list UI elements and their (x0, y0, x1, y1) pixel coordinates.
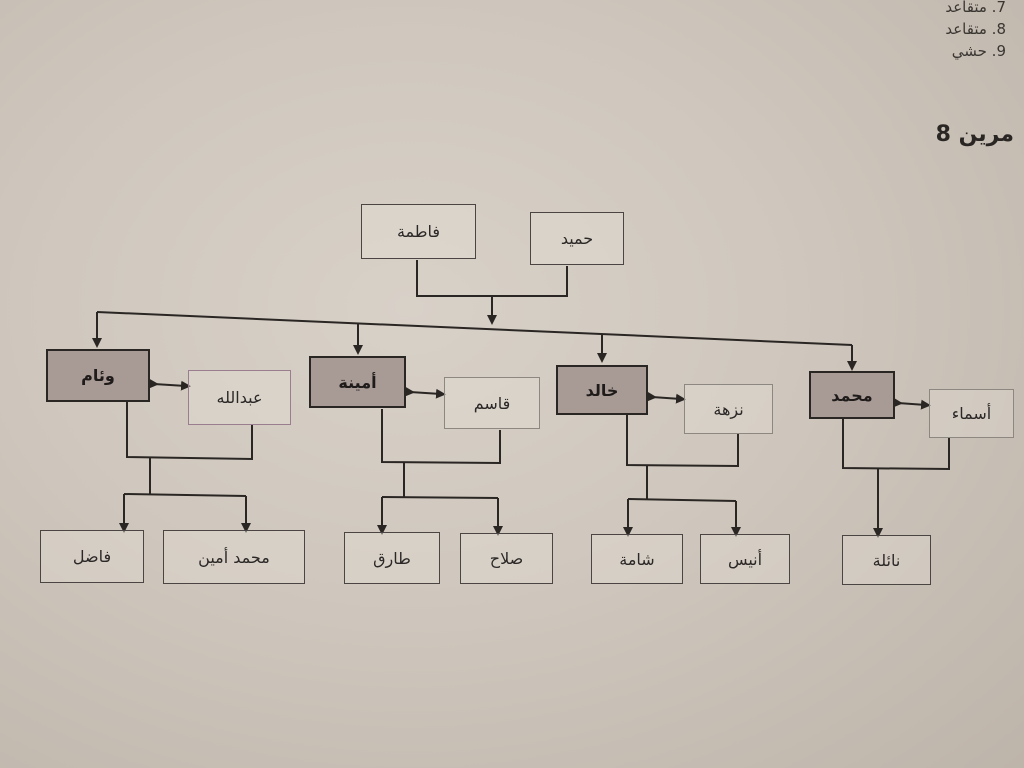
exercise-title: مرين 8 (935, 122, 1014, 147)
person-name: أمينة (338, 372, 377, 392)
person-box-abdallah: عبدالله (188, 370, 291, 425)
answer-item: 9. حشي (951, 42, 1006, 60)
answer-item: 8. متقاعد (945, 20, 1006, 38)
person-name: قاسم (473, 393, 511, 413)
couple-connector-mohamed (842, 419, 950, 471)
person-name: أنيس (727, 549, 763, 569)
answer-item: 7. متقاعد (945, 0, 1006, 16)
person-box-naila: نائلة (842, 535, 931, 585)
person-name: فاضل (72, 547, 112, 566)
person-box-hamid: حميد (530, 212, 624, 265)
person-name: حميد (560, 229, 594, 248)
person-name: محمد (831, 385, 873, 405)
person-box-chama: شامة (591, 534, 683, 584)
person-name: خالد (585, 380, 619, 400)
person-name: صلاح (489, 549, 524, 568)
person-box-anis: أنيس (700, 534, 790, 584)
person-name: نائلة (872, 550, 901, 570)
marriage-arrow-wiam (148, 378, 191, 391)
person-name: وئام (81, 366, 115, 385)
person-box-wiam: وئام (46, 349, 150, 402)
couple-connector-khalid (626, 415, 739, 468)
person-box-fatima: فاطمة (361, 204, 476, 259)
person-box-nozha: نزهة (684, 384, 773, 434)
marriage-arrow-mohamed (892, 397, 931, 410)
person-box-tarek: طارق (344, 532, 440, 584)
marriage-arrow-amina (404, 386, 446, 399)
person-box-kacem: قاسم (444, 377, 540, 429)
answer-list: 7. متقاعد 8. متقاعد 9. حشي (945, 0, 1006, 62)
person-name: طارق (373, 548, 411, 568)
couple-connector-wiam (126, 402, 253, 461)
person-name: عبدالله (216, 388, 263, 407)
person-box-salah: صلاح (460, 533, 553, 584)
person-name: شامة (619, 549, 655, 569)
person-box-mohamed: محمد (809, 371, 895, 419)
person-name: أسماء (951, 404, 992, 423)
grandparents-connector (416, 260, 568, 297)
couple-connector-amina (381, 409, 501, 465)
person-name: فاطمة (396, 222, 441, 241)
person-box-amina: أمينة (309, 356, 406, 408)
siblings-bar (96, 311, 853, 346)
person-box-fadel: فاضل (40, 530, 144, 583)
person-box-khalid: خالد (556, 365, 648, 415)
person-box-mohamed-amine: محمد أمين (163, 530, 305, 584)
person-box-asmaa: أسماء (929, 389, 1014, 438)
marriage-arrow-khalid (646, 391, 686, 404)
person-name: نزهة (713, 399, 744, 419)
person-name: محمد أمين (198, 547, 270, 567)
